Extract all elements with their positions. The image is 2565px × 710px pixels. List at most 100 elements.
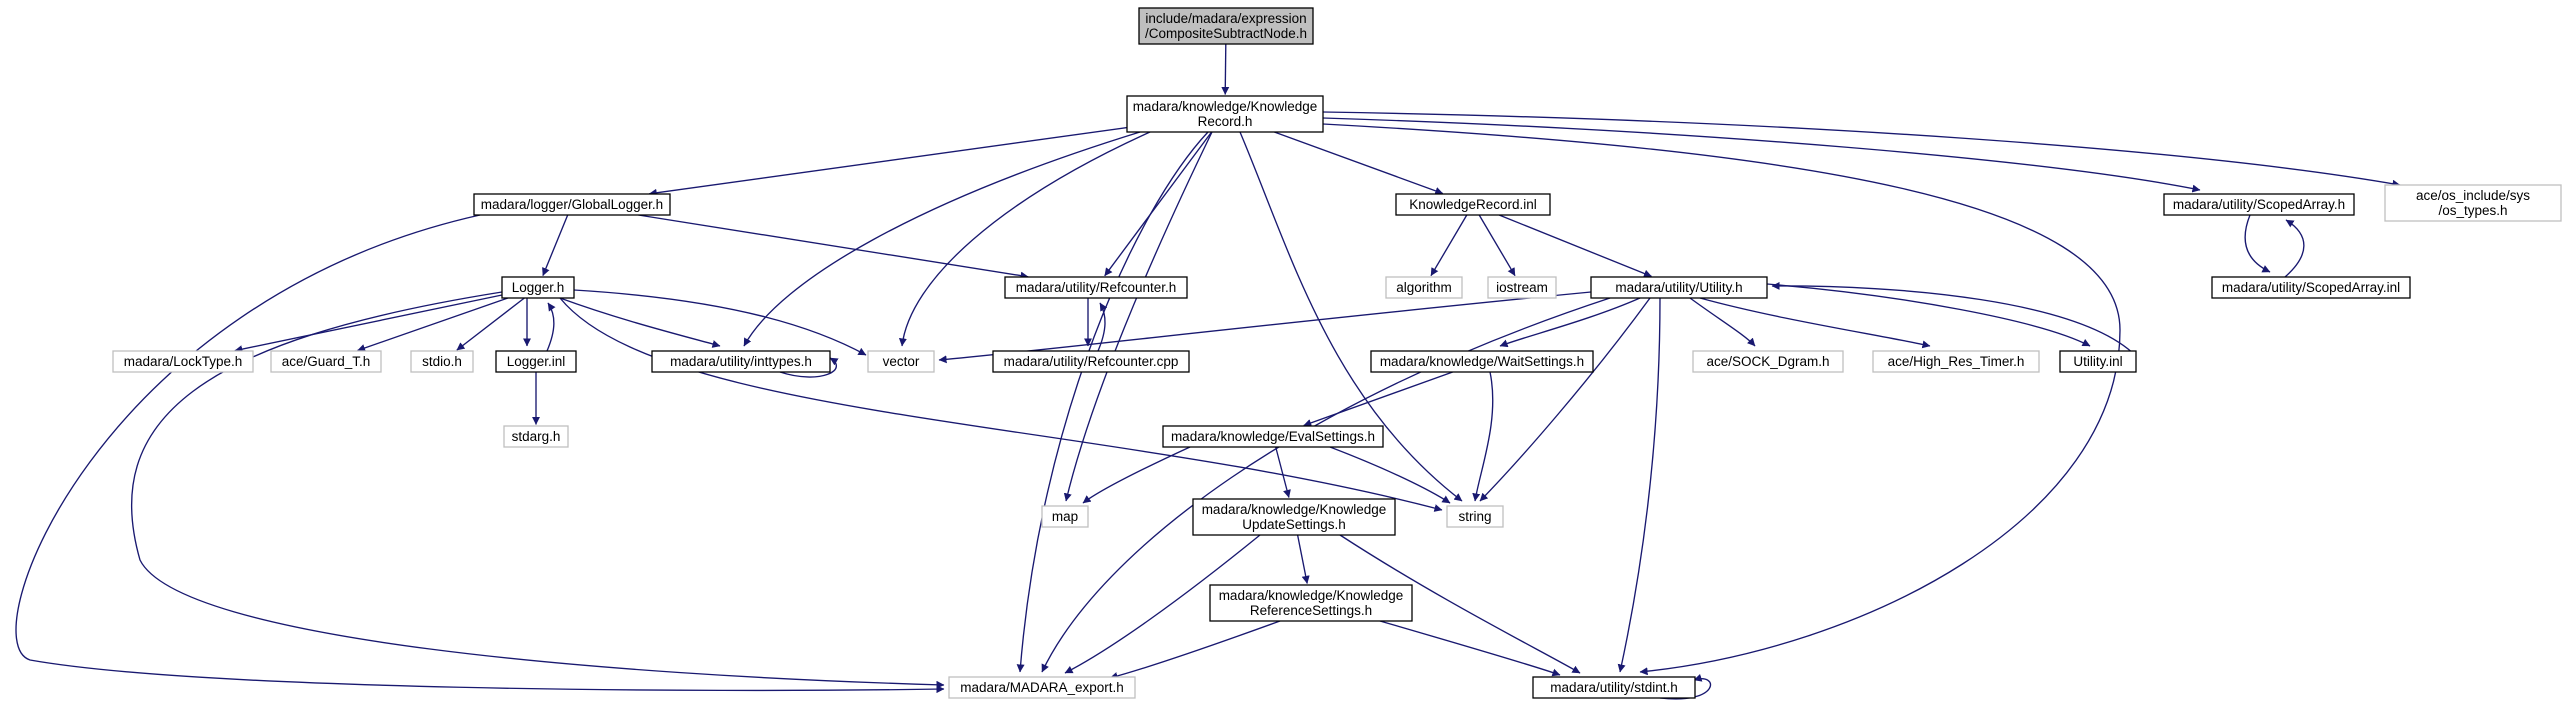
node-label: madara/MADARA_export.h <box>960 680 1124 695</box>
node-box <box>1590 276 1768 299</box>
node-label: madara/utility/Refcounter.h <box>1016 280 1177 295</box>
node-box <box>1487 276 1557 299</box>
edge-line <box>1766 283 2091 347</box>
edge-line <box>779 357 839 378</box>
node-label: Utility.inl <box>2073 354 2122 369</box>
edge-rccpp-to-rc <box>1097 302 1108 352</box>
edge-line <box>1472 371 1494 502</box>
edge-line <box>1498 214 1652 278</box>
edge-line <box>1097 302 1108 352</box>
edge-line <box>357 297 509 352</box>
node-label: KnowledgeRecord.inl <box>1409 197 1537 212</box>
edge-kr-to-ostypes <box>1322 111 2401 188</box>
edge-line <box>1322 111 2401 188</box>
node-stdarg: stdarg.h <box>503 425 569 448</box>
node-box <box>1395 193 1551 216</box>
edge-line <box>234 294 503 354</box>
edge-line <box>559 297 721 348</box>
node-label: madara/utility/Utility.h <box>1615 280 1742 295</box>
edge-lg-to-stdio <box>456 297 525 351</box>
edge-line <box>2284 219 2305 278</box>
edge-krinl-to-algo <box>1430 214 1468 277</box>
edge-kus-to-export <box>1064 534 1261 674</box>
node-label: madara/utility/inttypes.h <box>670 354 812 369</box>
edge-line <box>1659 673 1712 700</box>
edge-line <box>1322 123 2121 676</box>
edge-lg-to-vector <box>573 289 867 356</box>
edge-util-to-vector <box>938 291 1592 364</box>
node-label: vector <box>883 354 920 369</box>
edge-util-to-hrt <box>1699 297 1931 349</box>
edge-line <box>1274 131 1444 195</box>
node-krinl[interactable]: KnowledgeRecord.inl <box>1395 193 1551 216</box>
edges-layer <box>15 43 2401 700</box>
edge-line <box>1329 446 1451 504</box>
edge-lg-to-export <box>131 291 945 689</box>
node-label: ace/Guard_T.h <box>282 354 371 369</box>
node-label: madara/knowledge/Knowledge <box>1202 502 1387 517</box>
edge-kr-to-export <box>1016 131 1209 673</box>
node-es[interactable]: madara/knowledge/EvalSettings.h <box>1162 425 1384 448</box>
node-root[interactable]: include/madara/expression/CompositeSubtr… <box>1138 7 1314 45</box>
node-string: string <box>1446 505 1504 528</box>
node-sock: ace/SOCK_Dgram.h <box>1692 350 1844 373</box>
node-lginl[interactable]: Logger.inl <box>495 350 577 373</box>
node-label: include/madara/expression <box>1145 11 1306 26</box>
edge-util-to-stdint <box>1617 297 1661 673</box>
node-inttypes[interactable]: madara/utility/inttypes.h <box>651 350 831 373</box>
edge-kr-to-vector <box>898 131 1151 347</box>
edge-util-to-ws <box>1499 297 1641 348</box>
node-sainl[interactable]: madara/utility/ScopedArray.inl <box>2211 276 2411 299</box>
node-kr[interactable]: madara/knowledge/KnowledgeRecord.h <box>1126 95 1324 133</box>
edge-line <box>1296 534 1310 584</box>
edge-utilinl-to-util <box>1771 281 2137 357</box>
edge-sa-to-sainl <box>2244 214 2271 273</box>
node-box <box>410 350 474 373</box>
node-box <box>1209 584 1413 622</box>
node-label: madara/logger/GlobalLogger.h <box>481 197 663 212</box>
node-box <box>1532 676 1696 699</box>
node-algo: algorithm <box>1385 276 1463 299</box>
node-lg[interactable]: Logger.h <box>501 276 575 299</box>
edge-util-to-string <box>1479 297 1651 502</box>
node-rccpp[interactable]: madara/utility/Refcounter.cpp <box>992 350 1190 373</box>
node-label: ace/High_Res_Timer.h <box>1888 354 2025 369</box>
node-rc[interactable]: madara/utility/Refcounter.h <box>1004 276 1188 299</box>
node-label: madara/LockType.h <box>124 354 243 369</box>
edge-sainl-to-sa <box>2284 219 2305 278</box>
edge-line <box>1063 131 1213 502</box>
node-gl[interactable]: madara/logger/GlobalLogger.h <box>473 193 671 216</box>
edge-line <box>1479 297 1651 502</box>
node-krs[interactable]: madara/knowledge/KnowledgeReferenceSetti… <box>1209 584 1413 622</box>
node-box <box>503 425 569 448</box>
edge-util-to-sock <box>1689 297 1756 347</box>
node-map: map <box>1041 505 1089 528</box>
edge-kr-to-krinl <box>1274 131 1444 195</box>
edge-line <box>638 214 1029 280</box>
edge-line <box>1109 620 1281 680</box>
nodes-layer: include/madara/expression/CompositeSubtr… <box>112 7 2562 699</box>
edge-util-to-export <box>1041 297 1611 673</box>
node-label: string <box>1458 509 1491 524</box>
node-utilinl[interactable]: Utility.inl <box>2059 350 2137 373</box>
node-sa[interactable]: madara/utility/ScopedArray.h <box>2163 193 2355 216</box>
node-ws[interactable]: madara/knowledge/WaitSettings.h <box>1370 350 1594 373</box>
edge-line <box>131 291 945 689</box>
node-util[interactable]: madara/utility/Utility.h <box>1590 276 1768 299</box>
node-kus[interactable]: madara/knowledge/KnowledgeUpdateSettings… <box>1192 498 1396 536</box>
edge-line <box>1430 214 1468 277</box>
edge-krinl-to-util <box>1498 214 1652 278</box>
node-box <box>495 350 577 373</box>
node-box <box>2211 276 2411 299</box>
node-export: madara/MADARA_export.h <box>948 676 1136 699</box>
edge-line <box>648 126 1128 197</box>
node-label: /CompositeSubtractNode.h <box>1145 26 1307 41</box>
node-box <box>1126 95 1324 133</box>
node-label: ReferenceSettings.h <box>1250 603 1372 618</box>
node-stdint[interactable]: madara/utility/stdint.h <box>1532 676 1696 699</box>
node-label: madara/knowledge/WaitSettings.h <box>1380 354 1584 369</box>
edge-kus-to-stdint <box>1339 534 1581 674</box>
node-box <box>2059 350 2137 373</box>
node-label: stdarg.h <box>512 429 561 444</box>
edge-lginl-to-lg <box>546 302 556 352</box>
